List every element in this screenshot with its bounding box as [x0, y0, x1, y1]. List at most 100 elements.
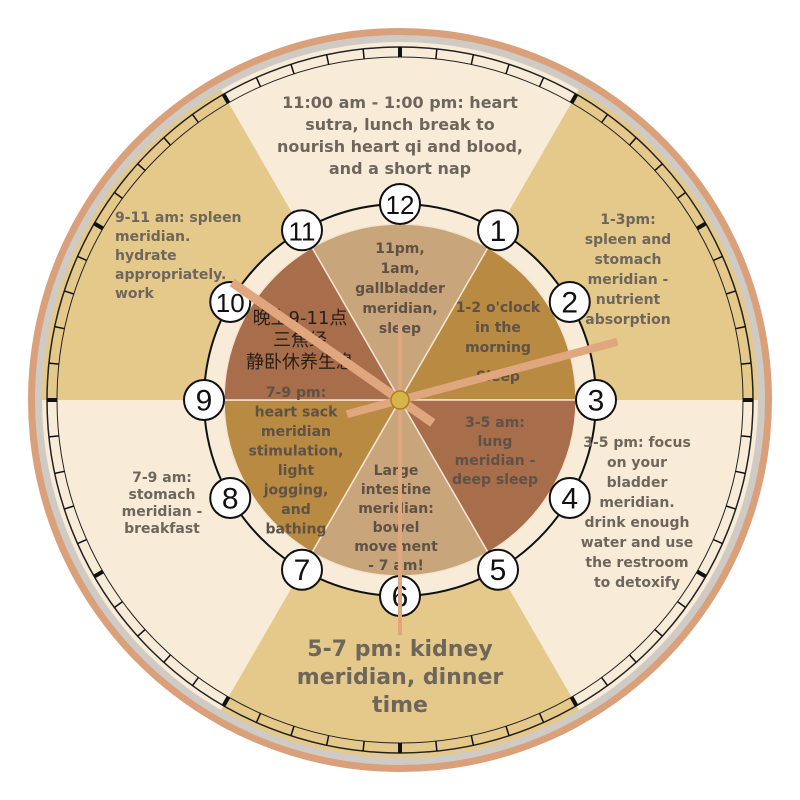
note-line: stomach	[129, 487, 196, 503]
note-7-9pm: 7-9 pm: heart sack meridian stimulation, lig…	[248, 385, 343, 538]
tick-mark	[290, 64, 295, 75]
note-line: Large	[374, 463, 419, 479]
note-line: drink enough	[585, 515, 690, 531]
numeral-1: 1	[477, 209, 519, 252]
tick-mark	[362, 48, 365, 59]
note-line: bladder	[607, 475, 668, 491]
note-line: sutra, lunch break to	[305, 115, 494, 134]
tick-mark	[325, 54, 330, 65]
note-9-11am: 9-11 am: spleenmeridian.hydrateappropria…	[115, 210, 242, 302]
tick-mark	[505, 64, 510, 75]
tick-mark	[93, 221, 104, 231]
tick-mark	[628, 137, 637, 146]
tick-mark	[137, 628, 146, 637]
tick-mark	[191, 677, 199, 687]
svg-text:11: 11	[289, 216, 316, 246]
note-line: stimulation,	[248, 444, 343, 460]
svg-text:2: 2	[561, 287, 578, 320]
note-line: to detoxify	[594, 575, 680, 591]
tick-mark	[601, 677, 609, 687]
tick-mark	[538, 713, 545, 723]
note-line: movement	[354, 539, 438, 555]
tick-mark	[48, 435, 59, 438]
hour-numerals: 121234567891011	[183, 183, 617, 617]
numeral-12: 12	[379, 183, 421, 225]
tick-mark	[569, 696, 579, 707]
tick-mark	[601, 113, 609, 123]
tick-mark	[54, 325, 65, 330]
note-line: 9-11 am: spleen	[115, 210, 242, 226]
tick-mark	[569, 93, 579, 104]
note-line: nutrient	[596, 292, 661, 308]
tick-mark	[255, 713, 262, 723]
numeral-3: 3	[575, 379, 617, 421]
numeral-4: 4	[548, 477, 591, 519]
tick-mark	[137, 163, 146, 172]
tick-mark	[77, 538, 87, 545]
svg-text:12: 12	[386, 190, 415, 220]
note-5-7am: Large intestine meridian: bowel movement - 7 …	[354, 463, 438, 574]
tick-mark	[677, 601, 687, 609]
note-line: 7-9 am:	[132, 470, 192, 486]
note-line: meridian -	[122, 504, 203, 520]
note-line: time	[372, 693, 428, 718]
note-line: 11:00 am - 1:00 pm: heart	[282, 93, 518, 112]
minute-ticks	[46, 46, 754, 754]
note-line: on your	[607, 455, 667, 471]
tick-mark	[628, 654, 637, 663]
note-line: in the	[475, 320, 521, 336]
tick-mark	[735, 470, 746, 475]
numeral-7: 7	[281, 548, 323, 591]
note-line: the restroom	[585, 555, 688, 571]
note-line: 11pm,	[375, 241, 424, 257]
numeral-5: 5	[477, 548, 519, 591]
note-line: spleen and	[585, 232, 671, 248]
note-line: intestine	[361, 482, 431, 498]
tick-mark	[435, 741, 438, 752]
tick-mark	[538, 77, 545, 87]
tick-mark	[77, 255, 87, 262]
note-line: stomach	[595, 252, 662, 268]
note-line: deep sleep	[452, 472, 538, 488]
note-line: appropriately.	[115, 267, 226, 283]
note-line: water and use	[581, 535, 693, 551]
note-line: meridian	[261, 424, 331, 440]
note-line: light	[278, 463, 315, 479]
note-line: 3-5 pm: focus	[583, 435, 691, 451]
tick-mark	[713, 255, 723, 262]
note-line: morning	[465, 340, 531, 356]
tick-mark	[221, 93, 231, 104]
note-line: 7-9 pm:	[266, 385, 326, 401]
note-line: heart sack	[255, 405, 338, 421]
note-line: hydrate	[115, 248, 177, 264]
numeral-8: 8	[209, 477, 252, 519]
tick-mark	[255, 77, 262, 87]
note-line: 1-3pm:	[600, 212, 656, 228]
tick-mark	[113, 601, 123, 609]
tick-mark	[64, 505, 75, 510]
note-line: lung	[478, 434, 513, 450]
tick-mark	[325, 735, 330, 746]
note-line: gallbladder	[355, 281, 445, 297]
tick-mark	[163, 654, 172, 663]
note-line: work	[115, 286, 154, 302]
tick-mark	[741, 435, 752, 438]
tick-mark	[435, 48, 438, 59]
tick-mark	[470, 735, 475, 746]
note-line: - 7 am!	[368, 558, 424, 574]
tick-mark	[725, 505, 736, 510]
tick-mark	[470, 54, 475, 65]
note-line: bowel	[373, 520, 420, 536]
note-line: meridian.	[599, 495, 674, 511]
svg-text:7: 7	[294, 554, 311, 587]
note-line: meridian:	[358, 501, 434, 517]
svg-text:3: 3	[588, 385, 605, 418]
note-line: 3-5 am:	[465, 415, 525, 431]
svg-text:9: 9	[196, 385, 213, 418]
clock-hands	[229, 278, 619, 635]
note-line: and	[281, 502, 310, 518]
